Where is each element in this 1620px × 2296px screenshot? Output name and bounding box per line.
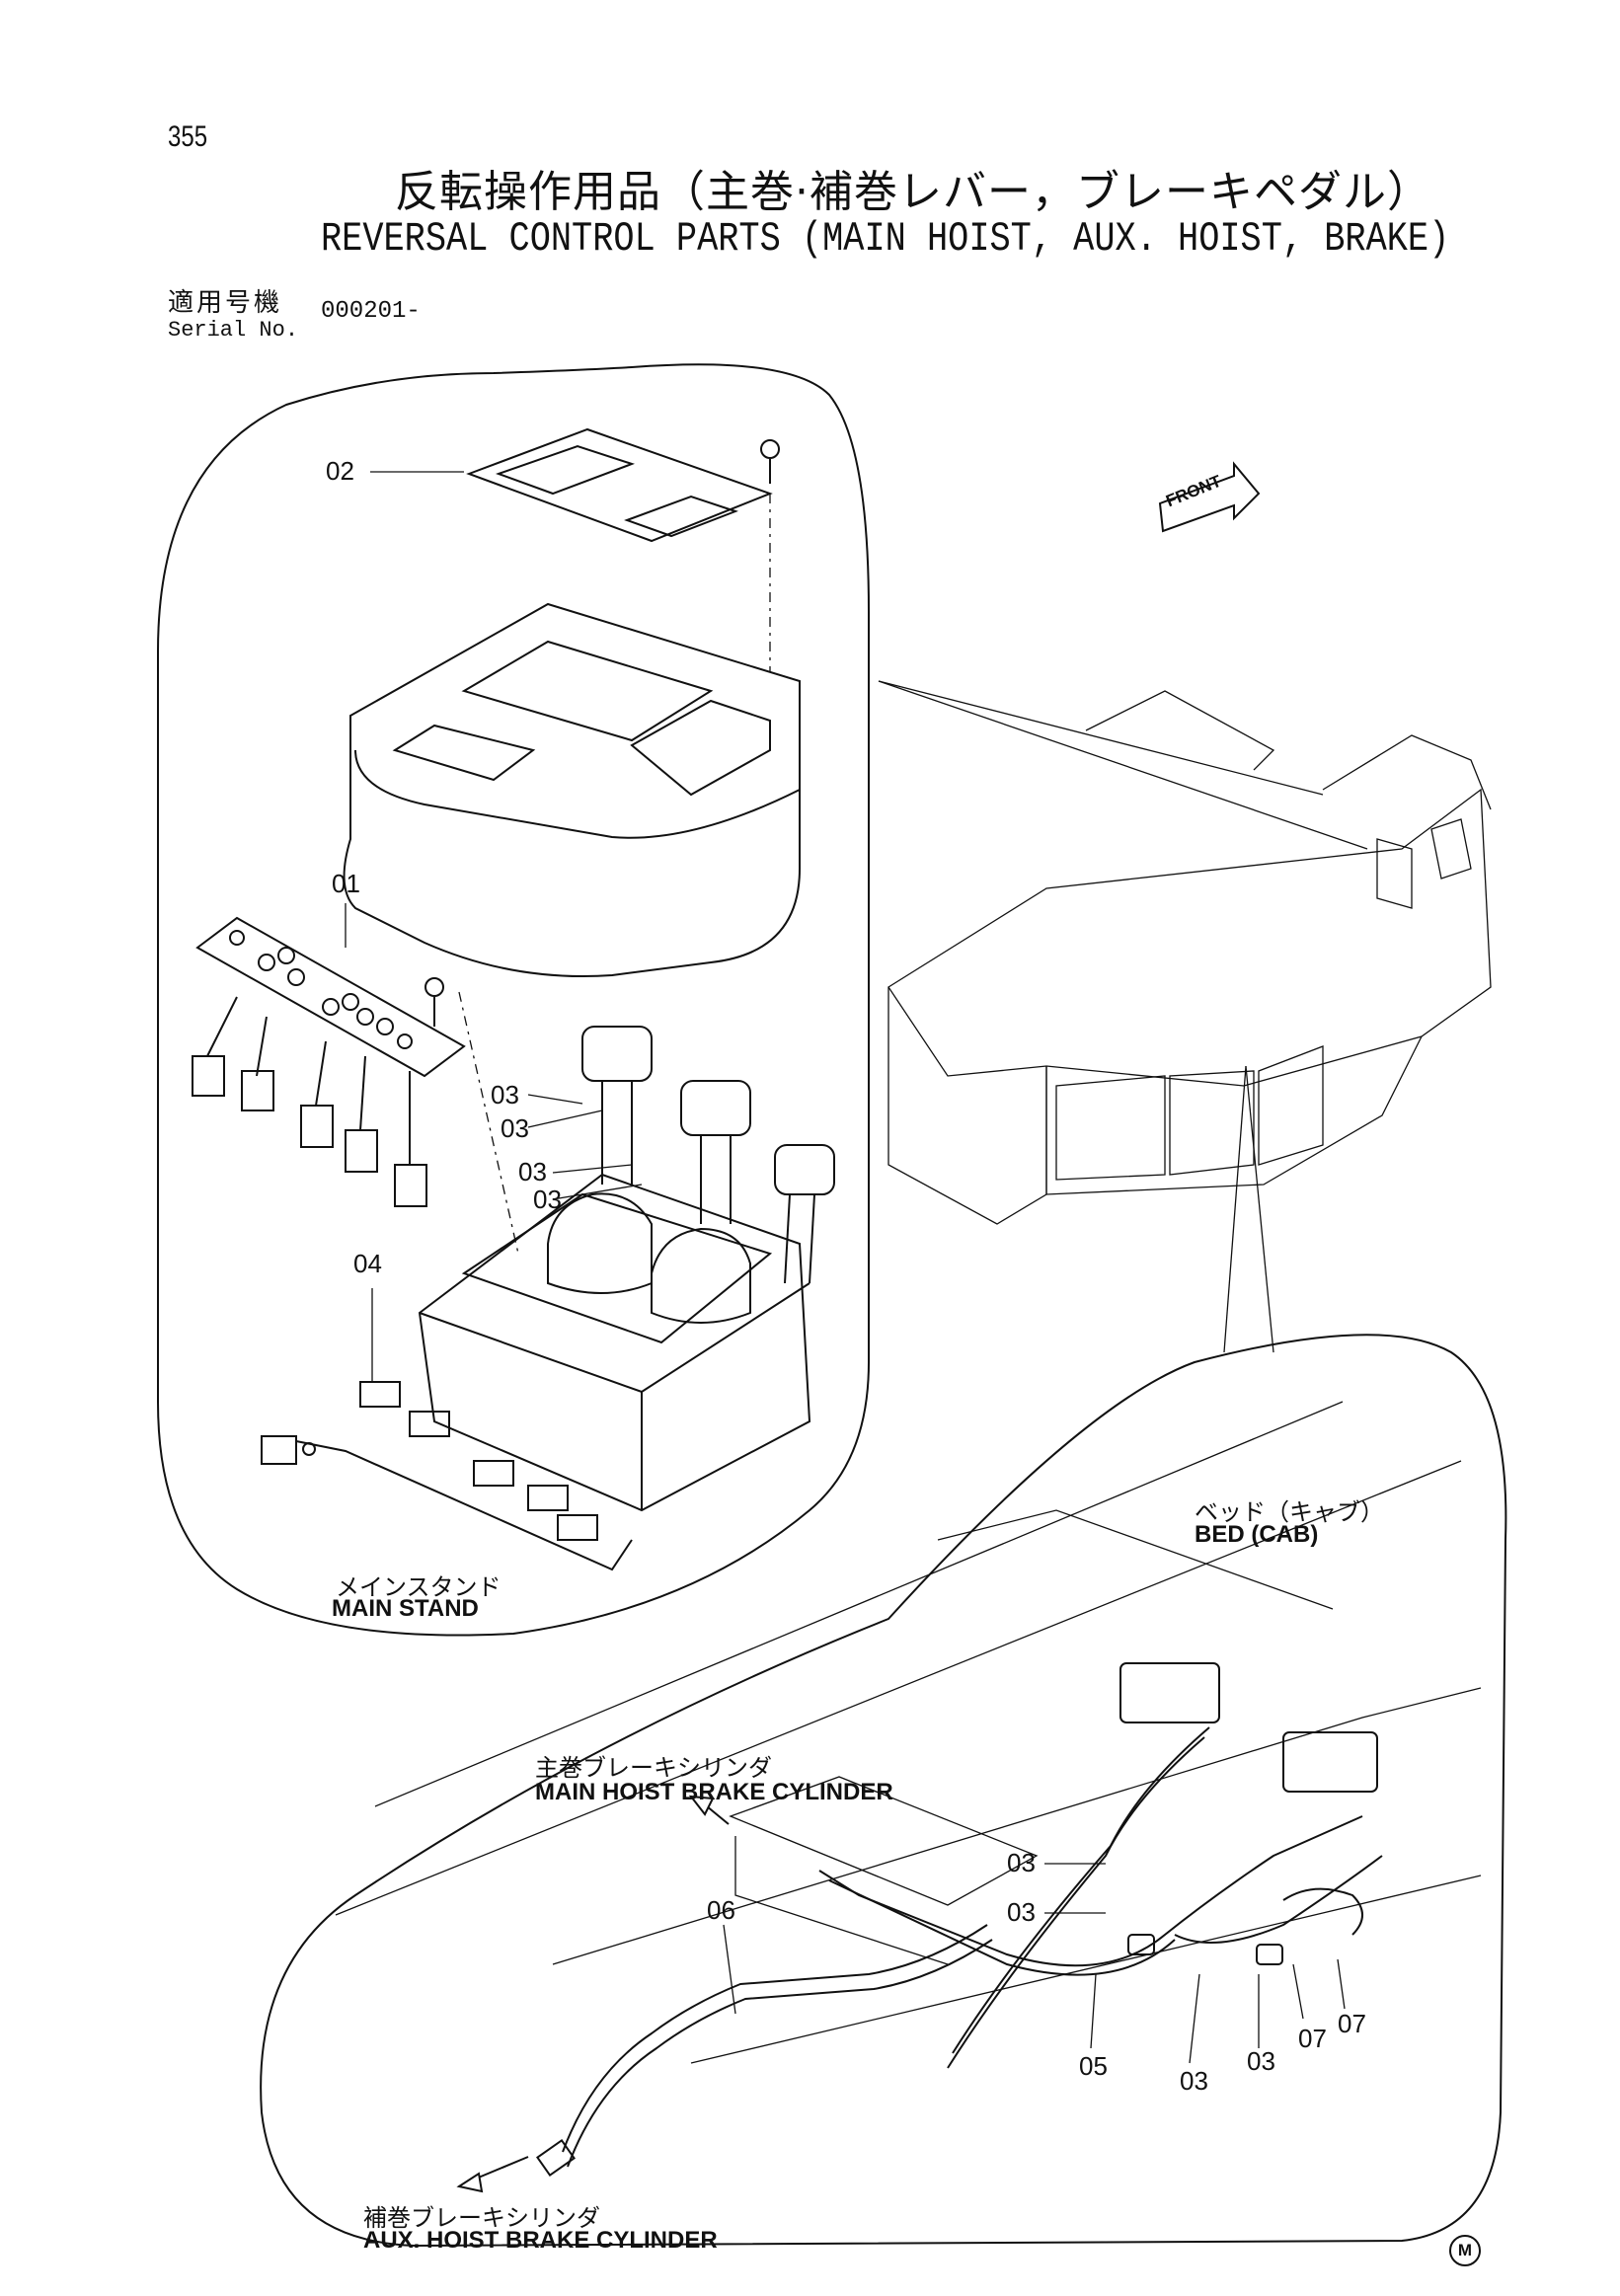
callout-03-a: 03: [491, 1080, 519, 1110]
page-number: 355: [168, 120, 208, 153]
serial-value: 000201-: [321, 298, 421, 325]
bed-caption-jp: ベッド（キャブ）: [1195, 1498, 1384, 1526]
detail-bubble-main-stand: [157, 363, 870, 1637]
corner-mark: M: [1449, 2235, 1481, 2266]
serial-label-japanese: 適用号機: [168, 288, 283, 318]
callout-03-c: 03: [518, 1157, 547, 1186]
callout-04: 04: [353, 1249, 382, 1278]
callout-03-d: 03: [533, 1185, 562, 1214]
title-english: REVERSAL CONTROL PARTS (MAIN HOIST, AUX.…: [321, 215, 1450, 263]
aux-brake-caption-jp: 補巻ブレーキシリンダ: [363, 2204, 600, 2232]
aux-brake-caption-en: AUX. HOIST BRAKE CYLINDER: [363, 2227, 718, 2254]
detail-bubble-bed: [260, 1334, 1507, 2248]
main-brake-caption-en: MAIN HOIST BRAKE CYLINDER: [535, 1779, 893, 1805]
callout-07-a: 07: [1298, 2024, 1327, 2053]
callout-03-h: 03: [1247, 2046, 1275, 2076]
callout-07-b: 07: [1338, 2009, 1366, 2038]
main-stand-caption-en: MAIN STAND: [332, 1595, 479, 1622]
callout-03-g: 03: [1180, 2066, 1208, 2096]
callout-06: 06: [707, 1895, 735, 1925]
callout-03-f: 03: [1007, 1897, 1036, 1927]
main-brake-caption-jp: 主巻ブレーキシリンダ: [535, 1754, 772, 1782]
callout-03-e: 03: [1007, 1848, 1036, 1877]
main-stand-caption-jp: メインスタンド: [336, 1573, 501, 1601]
title-japanese: 反転操作用品（主巻·補巻レバー，ブレーキペダル）: [395, 167, 1431, 217]
callout-03-b: 03: [501, 1113, 529, 1143]
front-arrow: [1158, 461, 1261, 533]
callout-05: 05: [1079, 2051, 1108, 2081]
callout-01: 01: [332, 869, 360, 898]
callout-02: 02: [326, 456, 354, 486]
bed-caption-en: BED (CAB): [1195, 1521, 1319, 1548]
serial-label-english: Serial No.: [168, 318, 299, 343]
